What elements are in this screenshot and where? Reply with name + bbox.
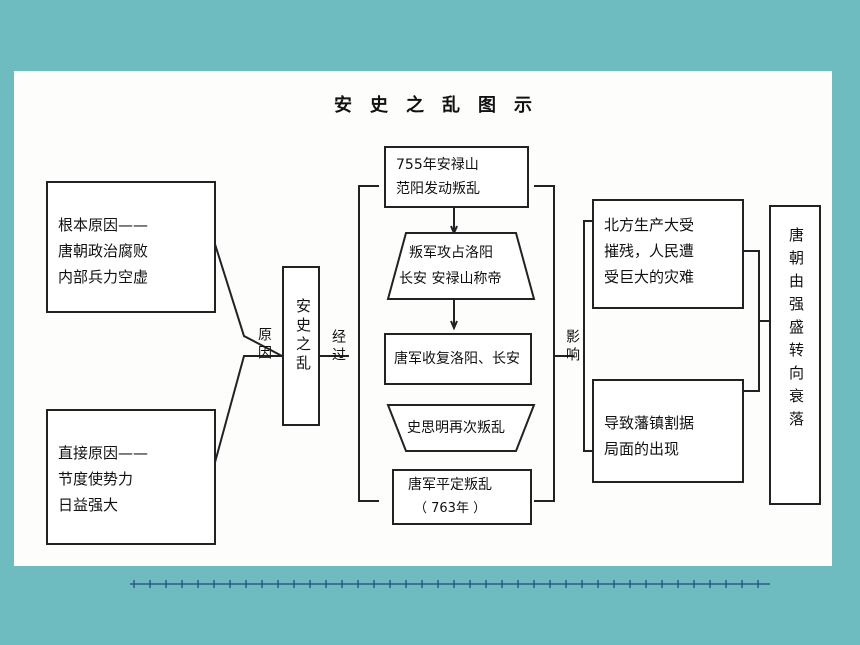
step-2-shape <box>386 232 536 300</box>
impact-2-line-2: 局面的出现 <box>604 440 680 458</box>
center-box: 安史之乱 <box>282 266 320 426</box>
step-4-shape <box>386 404 536 452</box>
step-2-line-2: 长安 安禄山称帝 <box>399 271 502 287</box>
process-label: 经过 <box>330 329 346 365</box>
impact-1-box: 北方生产大受 摧残，人民遭 受巨大的灾难 <box>592 199 744 309</box>
impact-1-line-3: 受巨大的灾难 <box>604 268 695 286</box>
impact-1-line-2: 摧残，人民遭 <box>604 242 695 260</box>
step-1-line-2: 范阳发动叛乱 <box>396 181 480 197</box>
step-4-line-1: 史思明再次叛乱 <box>407 420 505 436</box>
step-5-box: 唐军平定叛乱 （ 763年 ） <box>392 469 532 525</box>
step-5-line-2: （ 763年 ） <box>414 501 487 516</box>
impact-1-line-1: 北方生产大受 <box>604 216 695 234</box>
step-3-line-1: 唐军收复洛阳、长安 <box>394 351 520 367</box>
step-2-line-1: 叛军攻占洛阳 <box>409 245 493 261</box>
result-label: 唐朝由强盛转向衰落 <box>787 227 805 434</box>
step-3-box: 唐军收复洛阳、长安 <box>384 333 532 385</box>
center-label: 安史之乱 <box>294 298 312 374</box>
impact-label: 影响 <box>564 329 580 365</box>
direct-cause-box: 直接原因—— 节度使势力 日益强大 <box>46 409 216 545</box>
result-box: 唐朝由强盛转向衰落 <box>769 205 821 505</box>
step-5-line-1: 唐军平定叛乱 <box>408 477 492 493</box>
root-cause-line-1: 根本原因—— <box>58 216 149 234</box>
direct-cause-line-3: 日益强大 <box>58 496 119 514</box>
root-cause-line-3: 内部兵力空虚 <box>58 268 149 286</box>
diagram-title: 安史之乱图示 <box>334 95 550 116</box>
root-cause-box: 根本原因—— 唐朝政治腐败 内部兵力空虚 <box>46 181 216 313</box>
impact-2-line-1: 导致藩镇割据 <box>604 414 695 432</box>
diagram-panel: 安史之乱图示 根本原因—— 唐朝政治腐败 内部兵力空虚 <box>14 71 832 566</box>
impact-2-box: 导致藩镇割据 局面的出现 <box>592 379 744 483</box>
direct-cause-line-2: 节度使势力 <box>58 470 134 488</box>
root-cause-line-2: 唐朝政治腐败 <box>58 242 149 260</box>
direct-cause-line-1: 直接原因—— <box>58 444 149 462</box>
step-1-box: 755年安禄山 范阳发动叛乱 <box>384 146 529 208</box>
step-1-line-1: 755年安禄山 <box>396 157 479 173</box>
causes-label: 原因 <box>256 327 272 363</box>
dotted-divider <box>130 580 770 588</box>
